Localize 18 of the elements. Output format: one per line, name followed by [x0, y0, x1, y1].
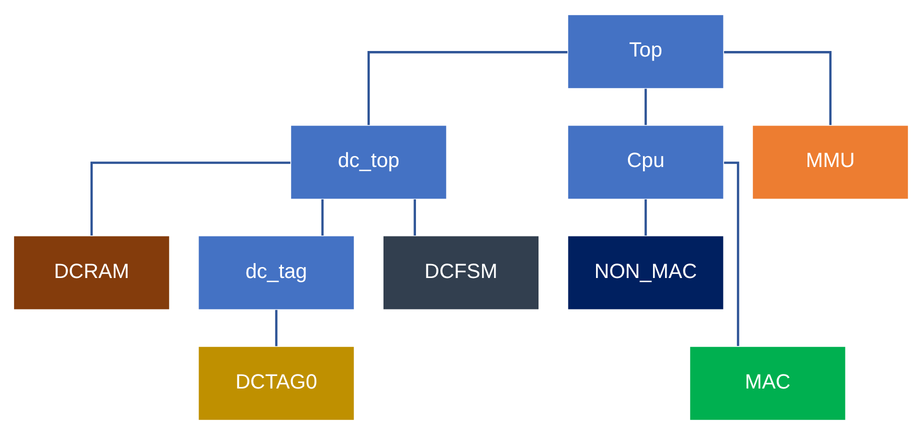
node-box: dc_tag: [198, 235, 355, 310]
node-box: DCRAM: [12, 235, 170, 310]
node-box: NON_MAC: [567, 235, 724, 310]
connector: [644, 88, 647, 125]
connector: [275, 310, 278, 346]
connector: [90, 162, 290, 236]
node-box: DCFSM: [382, 235, 540, 310]
connector: [368, 51, 568, 125]
node-box: Top: [567, 14, 724, 90]
node-box: dc_top: [290, 124, 448, 200]
connector: [321, 199, 324, 236]
connector: [414, 199, 416, 236]
node-box: Cpu: [567, 124, 724, 200]
node-box: MMU: [752, 124, 910, 200]
connector: [644, 199, 647, 236]
node-box: MAC: [689, 346, 846, 421]
node-box: DCTAG0: [198, 346, 355, 421]
connector: [724, 51, 832, 125]
